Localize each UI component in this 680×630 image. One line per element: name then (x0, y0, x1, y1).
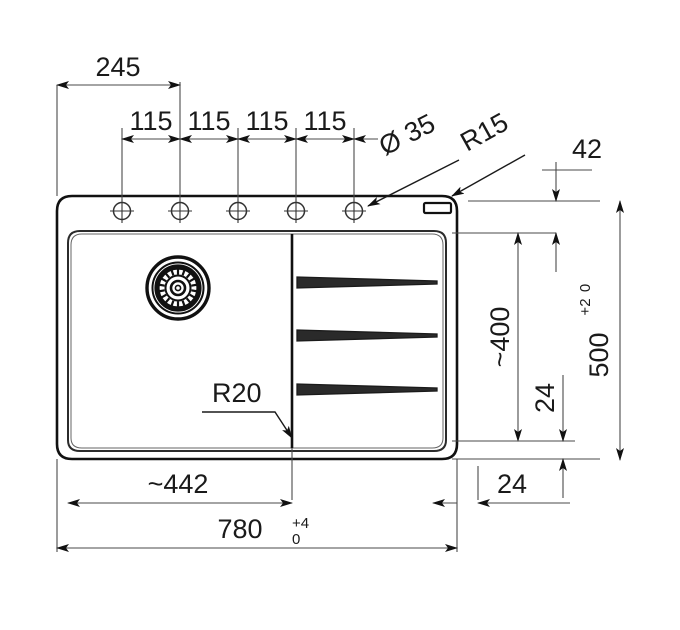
callout-hole-diameter-label: Ø 35 (374, 108, 440, 161)
dimension-pitch-4-label: 115 (303, 106, 346, 136)
dimension-442-label: ~442 (148, 469, 209, 499)
overflow-slot (422, 201, 453, 215)
dimension-442: ~442 (67, 469, 293, 507)
callout-bowl-radius-label: R20 (212, 378, 262, 408)
tap-holes-group (110, 199, 366, 223)
dimension-780-label: 780 (217, 514, 262, 544)
dimension-780-tol-upper: +4 (292, 515, 309, 532)
dimension-500-tol-lower: 0 (577, 284, 594, 292)
sink-rim-inner-outline (67, 230, 447, 452)
callout-bowl-radius: R20 (202, 378, 293, 439)
dimension-pitch-3-label: 115 (245, 106, 288, 136)
dimension-400-label: ~400 (485, 307, 515, 368)
dimension-24-vertical: 24 (452, 375, 600, 498)
callout-corner-radius-label: R15 (455, 107, 513, 157)
callout-corner-radius: R15 (451, 107, 526, 197)
dimension-24-horizontal-label: 24 (497, 469, 527, 499)
sink-outer-outline (55, 194, 459, 461)
tap-hole-3 (226, 199, 250, 223)
dimension-245-label: 245 (95, 52, 140, 82)
callout-hole-diameter: Ø 35 (367, 108, 460, 207)
dimension-24-horizontal: 24 (432, 469, 570, 507)
extension-lines-top (56, 82, 355, 200)
dimension-500: 500 +2 0 (577, 200, 624, 461)
dimension-24-vertical-label: 24 (530, 383, 560, 413)
tap-hole-5 (342, 199, 366, 223)
dimension-pitch-2-label: 115 (187, 106, 230, 136)
dimension-42-label: 42 (572, 134, 602, 164)
dimension-245: 245 (56, 52, 181, 89)
tap-hole-1 (110, 199, 134, 223)
drainboard-grooves (296, 276, 438, 396)
dimension-780: 780 +4 0 (56, 514, 458, 552)
drain-strainer (145, 255, 211, 321)
extension-lines-bottom (56, 448, 479, 552)
dimension-pitch-row: 115 115 115 115 (121, 106, 378, 143)
dimension-500-tol-upper: +2 (577, 298, 594, 315)
dimension-42: 42 (468, 134, 602, 272)
dimension-500-label: 500 (584, 332, 614, 377)
tap-hole-2 (168, 199, 192, 223)
tap-hole-4 (284, 199, 308, 223)
dimension-pitch-1-label: 115 (129, 106, 172, 136)
dimension-400: ~400 (452, 232, 525, 442)
dimension-780-tol-lower: 0 (292, 531, 300, 548)
